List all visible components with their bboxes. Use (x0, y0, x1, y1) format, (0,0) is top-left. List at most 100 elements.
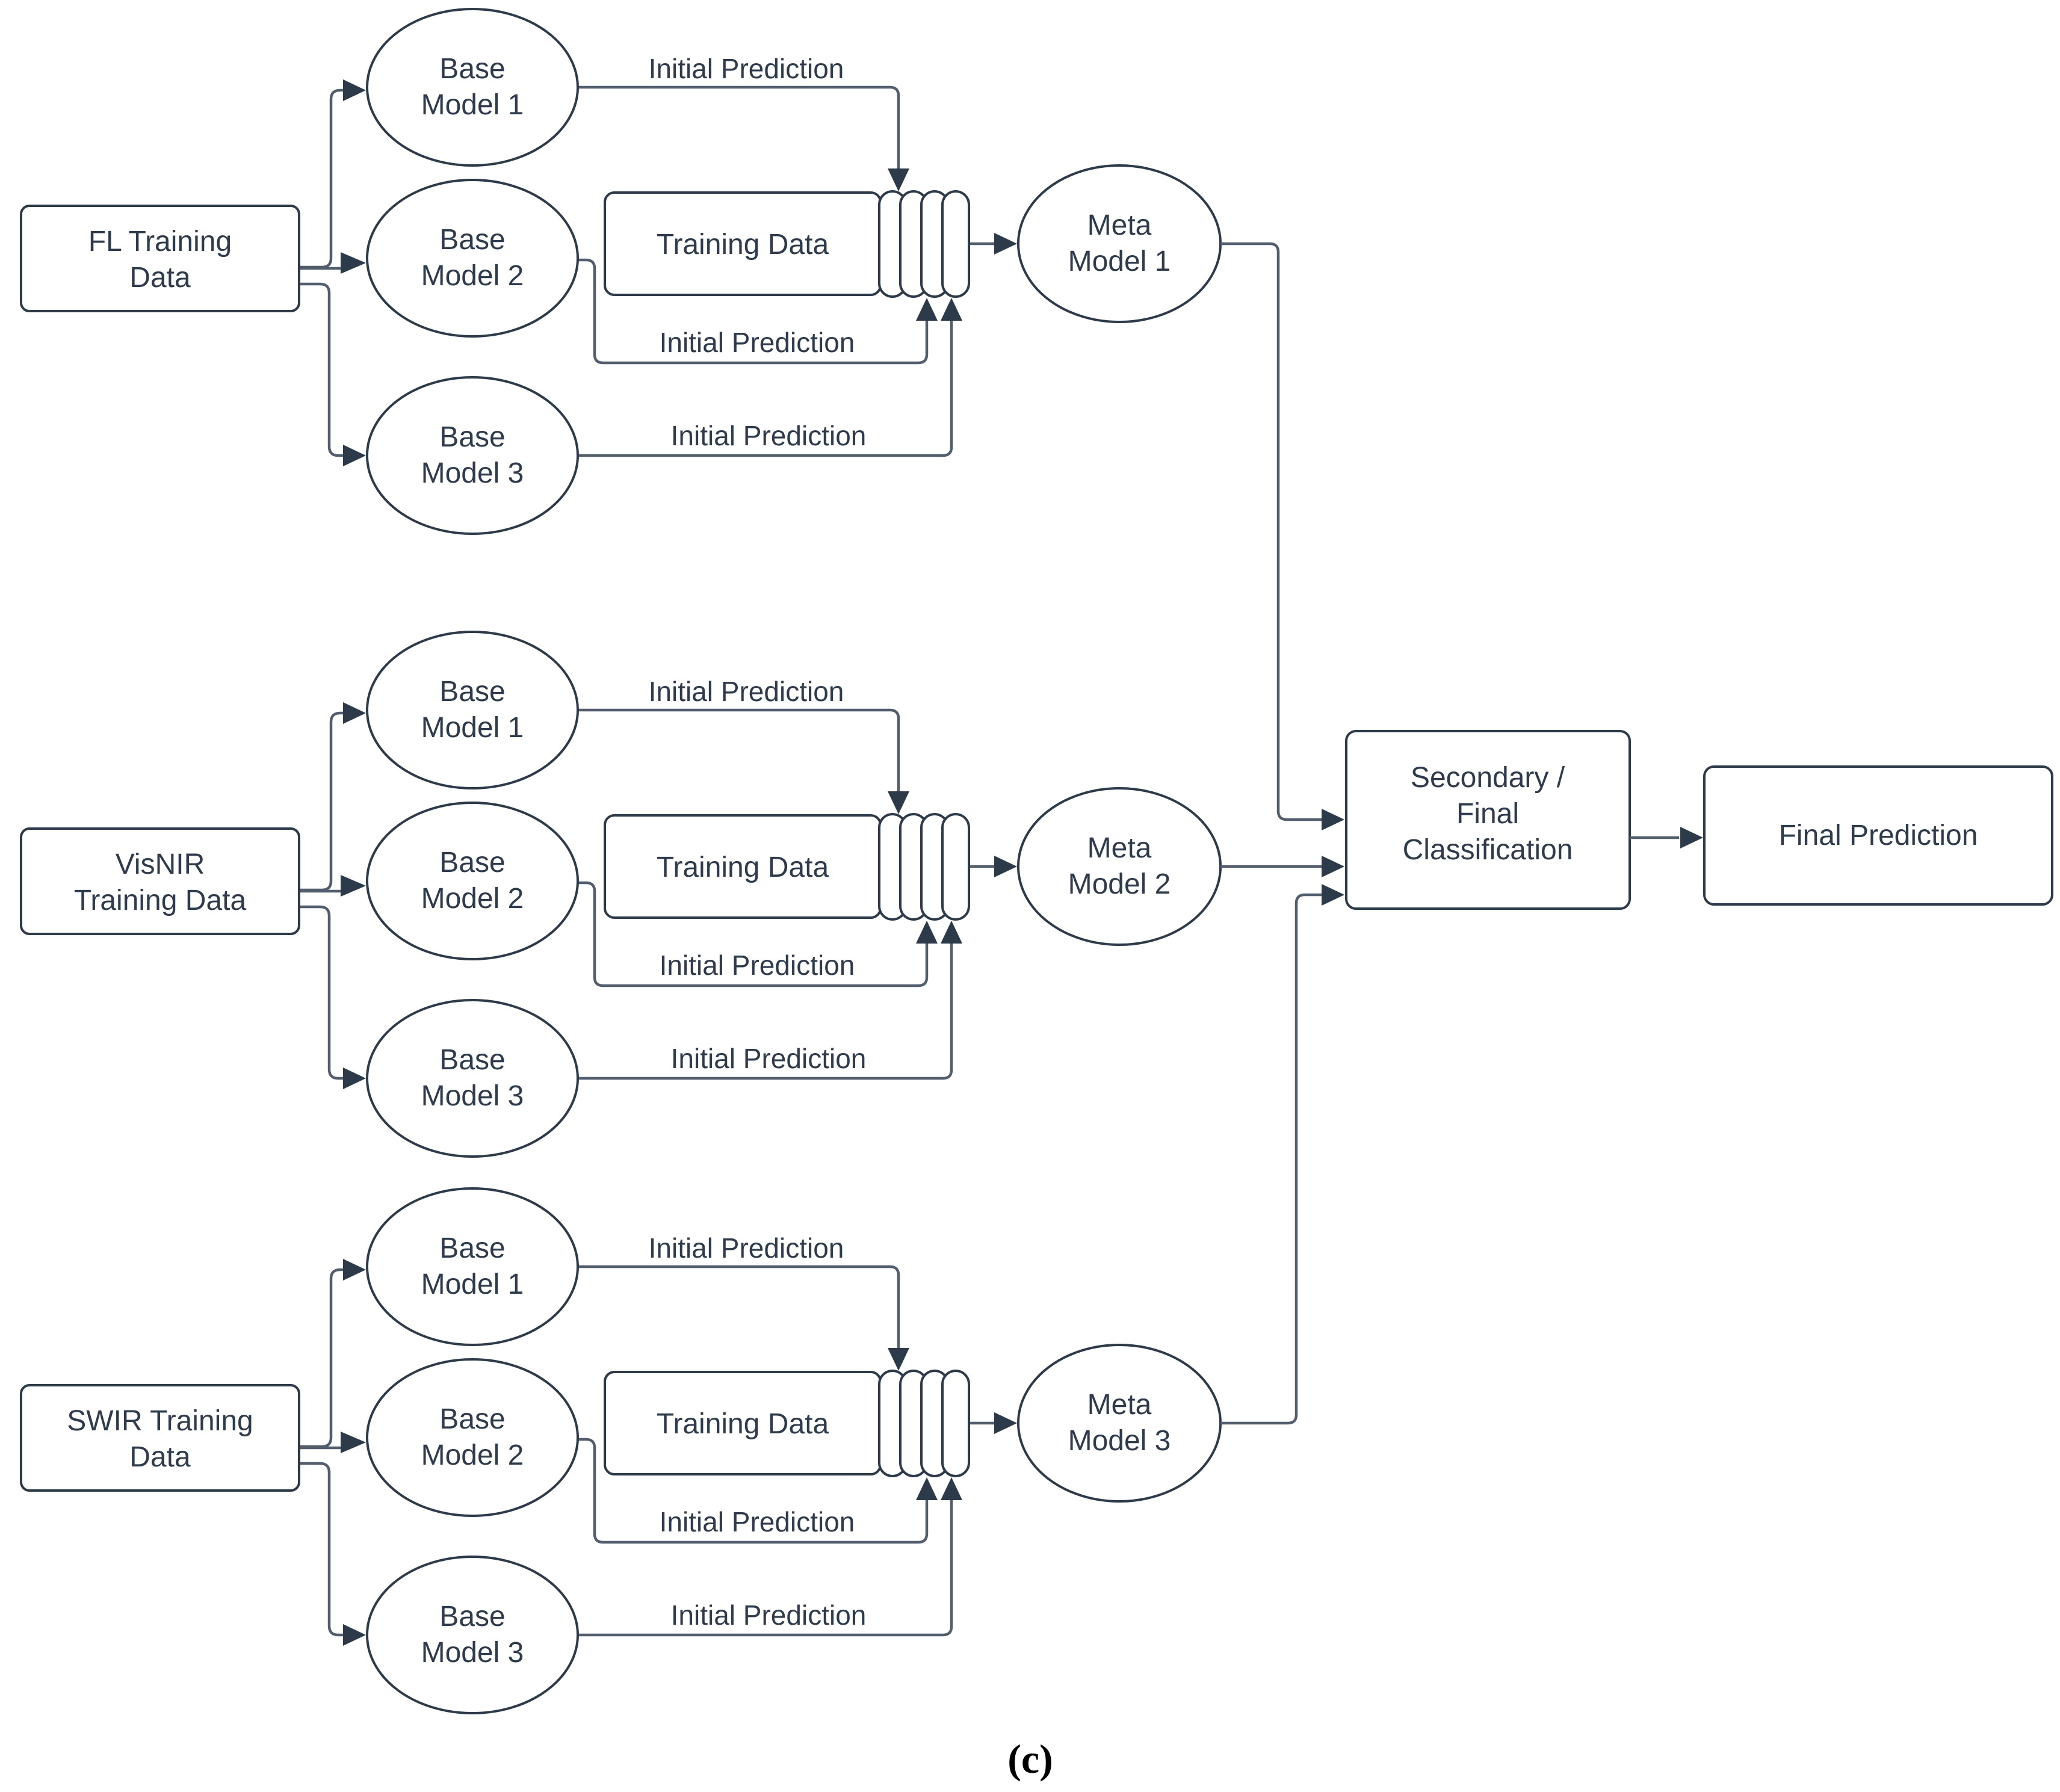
fl-meta-model-label-line2: Model 1 (1068, 246, 1171, 277)
swir-meta-model-ellipse (1017, 1344, 1222, 1503)
swir-base-model-2-ellipse (366, 1358, 579, 1517)
fl-base-model-1-label-line1: Base (439, 53, 505, 85)
fl-initial-prediction-bottom-label: Initial Prediction (671, 420, 867, 451)
visnir-base-model-3-label-line1: Base (439, 1044, 505, 1076)
fl-base-model-2-label-line2: Model 2 (421, 260, 524, 292)
visnir-to-base1-connector (299, 711, 344, 892)
visnir-base-model-2-label-line1: Base (439, 847, 505, 879)
swir-to-base3-connector (299, 1462, 344, 1637)
visnir-base-model-1-label-line2: Model 1 (421, 712, 524, 744)
swir-to-base3-arrowhead (343, 1624, 366, 1646)
secondary-final-classification-box (1345, 730, 1631, 910)
visnir-base2-to-stack-connector (577, 881, 929, 987)
swir-base-model-2-label-line1: Base (439, 1403, 505, 1435)
branch-swir: SWIR Training Data Base Model 1 Base Mod… (20, 1187, 1222, 1714)
swir-initial-prediction-mid-label: Initial Prediction (660, 1506, 855, 1537)
swir-base1-to-stack-connector (578, 1265, 900, 1358)
visnir-to-base3-arrowhead (343, 1067, 366, 1089)
fl-meta-model-label-line1: Meta (1087, 209, 1152, 241)
fl-stack-bar-4 (941, 190, 970, 298)
swir-base-model-1-label-line2: Model 1 (421, 1268, 524, 1300)
visnir-base-model-2-label-line2: Model 2 (421, 883, 524, 915)
visnir-meta-model-label-line1: Meta (1087, 832, 1152, 864)
swir-stack-top-arrowhead (888, 1348, 909, 1371)
visnir-to-base3-connector (299, 905, 344, 1080)
visnir-initial-prediction-bottom-label: Initial Prediction (671, 1043, 867, 1074)
meta1-secondary-arrowhead (1322, 809, 1344, 830)
swir-inner-training-data-label: Training Data (657, 1408, 829, 1440)
visnir-training-data-label-line2: Training Data (74, 885, 247, 916)
swir-base-model-2-label-line2: Model 2 (421, 1439, 524, 1471)
visnir-base-model-1-label-line1: Base (439, 676, 505, 708)
fl-training-data-label-line1: FL Training (88, 226, 232, 258)
aggregation-stage: Secondary / Final Classification Final P… (1220, 242, 2053, 1425)
visnir-base-model-1-ellipse (366, 631, 579, 789)
swir-meta-model-label-line2: Model 3 (1068, 1425, 1171, 1457)
final-prediction-label: Final Prediction (1779, 820, 1978, 851)
swir-training-data-label-line1: SWIR Training (67, 1405, 253, 1437)
secondary-label-line2: Final (1456, 798, 1519, 830)
visnir-base1-to-stack-connector (578, 708, 900, 801)
swir-to-base1-arrowhead (343, 1259, 366, 1281)
visnir-stack-top-arrowhead (888, 791, 909, 814)
visnir-meta-arrowhead (994, 856, 1017, 877)
secondary-label-line1: Secondary / (1411, 762, 1565, 794)
fl-base3-to-stack-connector (578, 321, 953, 457)
visnir-training-data-label-line1: VisNIR (116, 848, 205, 880)
fl-base1-to-stack-connector (578, 85, 900, 178)
fl-to-base1-connector (299, 88, 344, 269)
fl-training-data-box (20, 205, 300, 312)
visnir-meta-model-label-line2: Model 2 (1068, 868, 1171, 900)
visnir-initial-prediction-top-label: Initial Prediction (649, 676, 844, 707)
swir-training-data-label-line2: Data (129, 1441, 191, 1473)
fl-initial-prediction-top-label: Initial Prediction (649, 53, 844, 84)
branch-visnir: VisNIR Training Data Base Model 1 Base M… (20, 631, 1222, 1158)
swir-meta-model-label-line1: Meta (1087, 1389, 1152, 1421)
visnir-to-base2-arrowhead (341, 875, 366, 897)
fl-inner-training-data-label: Training Data (657, 229, 829, 261)
visnir-stack-bar-4 (941, 813, 970, 921)
figure-caption: (c) (1007, 1736, 1053, 1782)
visnir-to-base1-arrowhead (343, 702, 366, 724)
fl-base-model-2-label-line1: Base (439, 224, 505, 256)
swir-base2-to-stack-connector (577, 1438, 929, 1544)
visnir-stack-mid-arrowhead (916, 921, 938, 944)
fl-stack-top-arrowhead (888, 168, 909, 191)
visnir-base-model-2-ellipse (366, 802, 579, 960)
meta3-secondary-arrowhead (1322, 884, 1344, 906)
fl-to-base2-arrowhead (341, 252, 366, 274)
swir-meta-arrowhead (994, 1412, 1017, 1434)
fl-base-model-3-ellipse (366, 376, 579, 535)
fl-base-model-3-label-line2: Model 3 (421, 457, 524, 489)
secondary-label-line3: Classification (1403, 834, 1573, 866)
fl-meta-arrowhead (994, 233, 1017, 255)
swir-base-model-1-ellipse (366, 1187, 579, 1346)
visnir-stack-bottom-arrowhead (941, 921, 962, 944)
swir-base-model-1-label-line1: Base (439, 1232, 505, 1264)
swir-stack-bar-4 (941, 1370, 970, 1477)
visnir-meta-model-ellipse (1017, 787, 1222, 946)
visnir-base-model-3-ellipse (366, 999, 579, 1158)
swir-training-data-box (20, 1384, 300, 1492)
fl-to-base1-arrowhead (343, 79, 366, 101)
fl-base-model-3-label-line1: Base (439, 421, 505, 453)
fl-base-model-1-ellipse (366, 8, 579, 167)
final-prediction-arrowhead (1680, 827, 1703, 848)
meta1-to-secondary-connector (1220, 242, 1322, 821)
fl-to-base3-arrowhead (343, 445, 366, 466)
swir-to-base1-connector (299, 1268, 344, 1448)
swir-base-model-3-label-line1: Base (439, 1601, 505, 1633)
branch-fl: FL Training Data Base Model 1 Base Model… (20, 8, 1222, 535)
swir-base-model-3-label-line2: Model 3 (421, 1637, 524, 1669)
fl-to-base3-connector (299, 282, 344, 457)
visnir-base3-to-stack-connector (578, 944, 953, 1080)
swir-initial-prediction-bottom-label: Initial Prediction (671, 1599, 867, 1631)
visnir-inner-training-data-label: Training Data (657, 851, 829, 883)
fl-stack-mid-arrowhead (916, 298, 938, 321)
fl-meta-model-ellipse (1017, 164, 1222, 323)
swir-initial-prediction-top-label: Initial Prediction (649, 1232, 844, 1264)
visnir-training-data-box (20, 827, 300, 935)
fl-training-data-label-line2: Data (129, 262, 191, 294)
fl-initial-prediction-mid-label: Initial Prediction (660, 327, 855, 358)
